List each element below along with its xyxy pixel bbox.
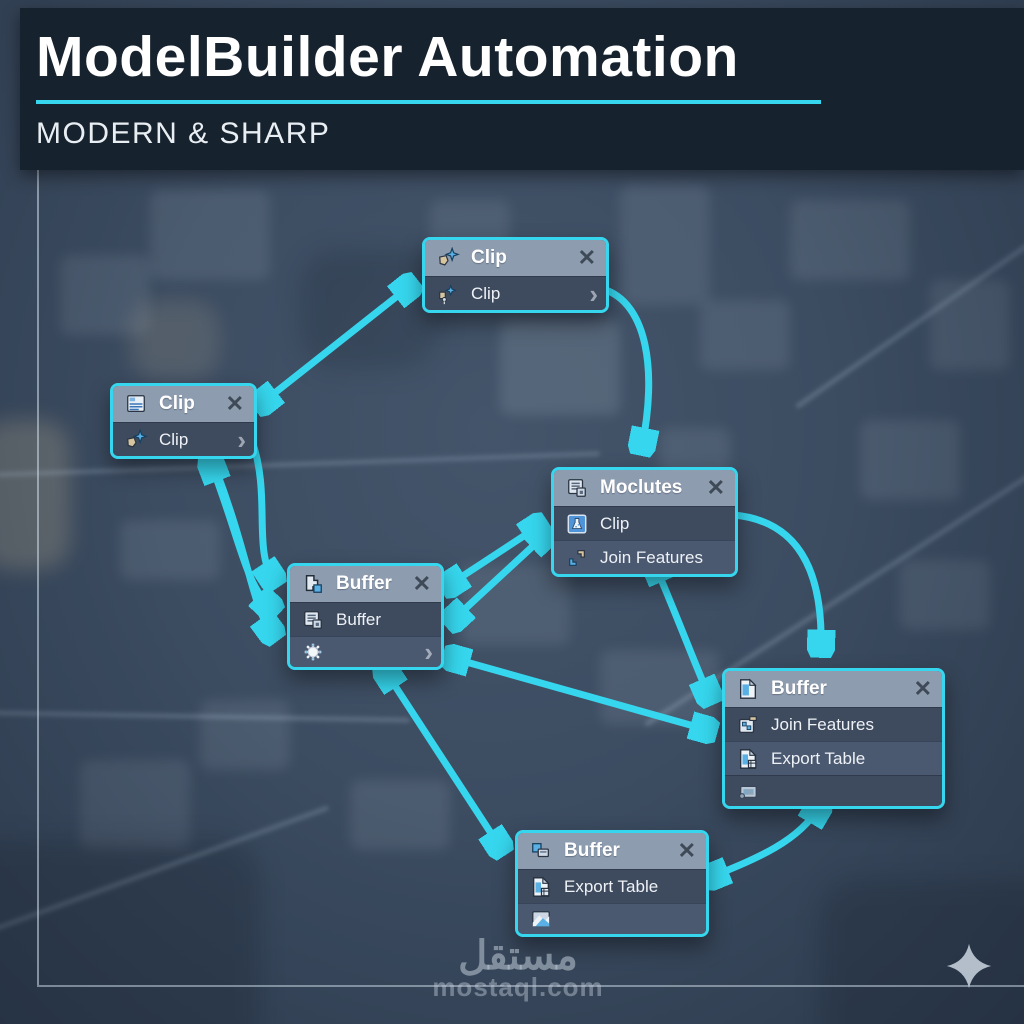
map-shadow-area xyxy=(0,840,260,1024)
map-building xyxy=(900,560,990,630)
two-squares-icon xyxy=(527,839,555,863)
node-row-export-table[interactable]: Export Table xyxy=(518,869,706,903)
node-row-buffer[interactable]: Buffer xyxy=(290,602,441,636)
map-building xyxy=(700,300,790,370)
sparkle-icon xyxy=(946,943,992,989)
chevron-right-icon[interactable]: › xyxy=(424,637,433,667)
close-icon[interactable]: ✕ xyxy=(706,475,725,500)
map-frame-line-horizontal xyxy=(37,985,1024,987)
header-banner: ModelBuilder Automation MODERN & SHARP xyxy=(20,8,1024,170)
map-swatch-icon xyxy=(527,907,555,931)
map-sand-area xyxy=(130,300,220,380)
page-title: ModelBuilder Automation xyxy=(36,25,739,89)
clip-arrow-star-icon xyxy=(434,246,462,270)
form-box-icon xyxy=(563,476,591,500)
node-title: Clip xyxy=(159,393,195,414)
map-shadow-area xyxy=(820,880,1024,1024)
node-row-join-features[interactable]: Join Features xyxy=(725,707,942,741)
close-icon[interactable]: ✕ xyxy=(412,571,431,596)
node-row-clip[interactable]: Clip › xyxy=(113,422,254,456)
watermark-arabic: مستقل xyxy=(458,934,578,978)
node-header[interactable]: Clip ✕ xyxy=(113,386,254,422)
title-underline xyxy=(36,100,821,104)
row-label: Clip xyxy=(159,429,189,449)
map-building xyxy=(150,190,270,280)
page-table-icon xyxy=(734,747,762,771)
close-icon[interactable]: ✕ xyxy=(225,391,244,416)
node-row-icon[interactable] xyxy=(518,903,706,934)
map-stamp-icon xyxy=(734,779,762,803)
map-frame-line-vertical xyxy=(37,168,39,985)
map-building xyxy=(930,280,1010,370)
node-clip-left[interactable]: Clip ✕ Clip › xyxy=(110,383,257,459)
node-row-icon[interactable] xyxy=(725,775,942,806)
node-row-clip[interactable]: Clip xyxy=(554,506,735,540)
map-sand-area xyxy=(0,420,70,570)
map-building xyxy=(60,255,150,335)
map-building xyxy=(790,200,910,280)
row-label: Buffer xyxy=(336,609,382,629)
page-table-icon xyxy=(527,875,555,899)
join-tool-icon xyxy=(734,713,762,737)
row-label: Join Features xyxy=(600,547,703,567)
map-building xyxy=(80,760,190,850)
row-label: Export Table xyxy=(771,748,866,768)
node-row-icon[interactable]: › xyxy=(290,636,441,667)
tool-dialog-icon xyxy=(563,512,591,536)
form-box-icon xyxy=(299,608,327,632)
row-label: Join Features xyxy=(771,714,874,734)
node-title: Clip xyxy=(471,247,507,268)
gear-icon xyxy=(299,640,327,664)
form-document-icon xyxy=(122,392,150,416)
join-corners-icon xyxy=(563,546,591,570)
node-header[interactable]: Buffer ✕ xyxy=(290,566,441,602)
node-buffer-bottom[interactable]: Buffer ✕ Export Table xyxy=(515,830,709,937)
node-header[interactable]: Clip ✕ xyxy=(425,240,606,276)
chevron-right-icon[interactable]: › xyxy=(237,424,246,455)
node-header[interactable]: Buffer ✕ xyxy=(518,833,706,869)
node-clip-top[interactable]: Clip ✕ Clip › xyxy=(422,237,609,313)
node-row-join-features[interactable]: Join Features xyxy=(554,540,735,574)
node-title: Buffer xyxy=(336,573,392,594)
page-subtitle: MODERN & SHARP xyxy=(36,117,331,150)
node-title: Buffer xyxy=(564,840,620,861)
node-buffer-center[interactable]: Buffer ✕ Buffer › xyxy=(287,563,444,670)
node-row-clip[interactable]: Clip › xyxy=(425,276,606,310)
row-label: Clip xyxy=(471,283,501,303)
node-title: Buffer xyxy=(771,678,827,699)
clip-arrow-star-icon xyxy=(122,428,150,452)
watermark-domain: mostaql.com xyxy=(432,972,604,1002)
row-label: Export Table xyxy=(564,876,659,896)
node-header[interactable]: Moclutes ✕ xyxy=(554,470,735,506)
watermark: مستقل mostaql.com xyxy=(418,936,618,1003)
chevron-right-icon[interactable]: › xyxy=(589,278,598,309)
node-row-export-table[interactable]: Export Table xyxy=(725,741,942,775)
node-title: Moclutes xyxy=(600,477,683,498)
page-blue-icon xyxy=(734,677,762,701)
row-label: Clip xyxy=(600,513,630,533)
close-icon[interactable]: ✕ xyxy=(677,838,696,863)
close-icon[interactable]: ✕ xyxy=(913,676,932,701)
close-icon[interactable]: ✕ xyxy=(577,245,596,270)
map-building xyxy=(860,420,960,500)
map-building xyxy=(200,700,290,770)
node-header[interactable]: Buffer ✕ xyxy=(725,671,942,707)
map-building xyxy=(620,185,710,305)
buffer-outline-icon xyxy=(299,572,327,596)
clip-key-star-icon xyxy=(434,282,462,306)
